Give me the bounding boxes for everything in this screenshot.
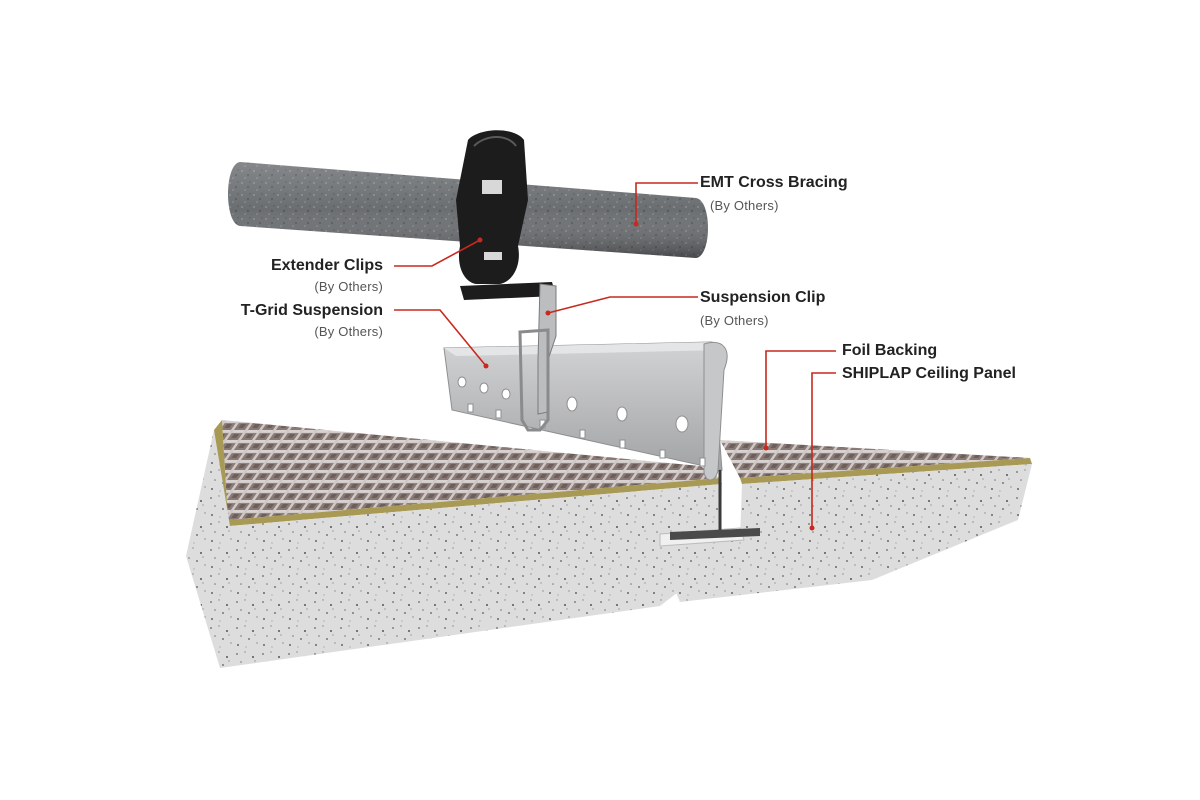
leader-lines bbox=[394, 182, 836, 528]
leader-emt bbox=[635, 182, 698, 224]
extender-clip-highlight bbox=[473, 136, 517, 147]
clip-base-plate bbox=[460, 282, 556, 300]
label-emt-cross-bracing: EMT Cross Bracing bbox=[700, 174, 848, 191]
label-emt-note: (By Others) bbox=[710, 198, 779, 213]
label-extender-clips: Extender Clips bbox=[270, 257, 383, 274]
left-foil-backing-mesh bbox=[222, 420, 720, 520]
leader-extender bbox=[394, 239, 481, 267]
right-foil-edge bbox=[740, 458, 1032, 484]
leader-dot-emt bbox=[633, 221, 639, 227]
label-suspension-clip: Suspension Clip bbox=[700, 289, 826, 306]
t-grid-flange bbox=[670, 528, 760, 540]
leader-dot-panel bbox=[809, 525, 815, 531]
clip-hook bbox=[518, 328, 550, 432]
right-foil-backing-mesh bbox=[720, 440, 1030, 478]
leader-dot-extender bbox=[477, 237, 483, 243]
t-grid-holes bbox=[457, 376, 706, 467]
label-extender-note: (By Others) bbox=[314, 279, 383, 294]
leader-dot-tgrid bbox=[483, 363, 489, 369]
extender-clip-slot-upper bbox=[482, 180, 502, 194]
extender-clip-slot-lower bbox=[484, 252, 502, 260]
left-ceiling-panel bbox=[186, 420, 722, 668]
right-panel-body bbox=[660, 464, 1032, 602]
leader-tgrid bbox=[394, 309, 487, 367]
label-t-grid-note: (By Others) bbox=[314, 324, 383, 339]
t-grid-suspension bbox=[443, 341, 760, 540]
label-suspension-note: (By Others) bbox=[700, 313, 769, 328]
suspension-clip bbox=[460, 282, 557, 432]
extender-clip-body bbox=[456, 130, 528, 284]
leader-dot-suspension bbox=[545, 310, 551, 316]
t-grid-top-bulb bbox=[444, 342, 724, 356]
leader-dots bbox=[477, 221, 815, 531]
label-shiplap-ceiling-panel: SHIPLAP Ceiling Panel bbox=[842, 365, 1016, 382]
label-foil-backing: Foil Backing bbox=[842, 342, 938, 359]
label-t-grid-suspension: T-Grid Suspension bbox=[240, 302, 383, 319]
t-grid-end-profile bbox=[703, 342, 728, 481]
leader-dot-foil bbox=[763, 445, 769, 451]
leader-suspension bbox=[547, 296, 698, 314]
leader-foil bbox=[765, 350, 836, 448]
leader-panel bbox=[811, 372, 836, 528]
right-ceiling-panel bbox=[659, 440, 1032, 602]
left-foil-front-edge bbox=[228, 478, 722, 526]
left-panel-body bbox=[186, 430, 722, 668]
extender-clip bbox=[456, 130, 528, 284]
